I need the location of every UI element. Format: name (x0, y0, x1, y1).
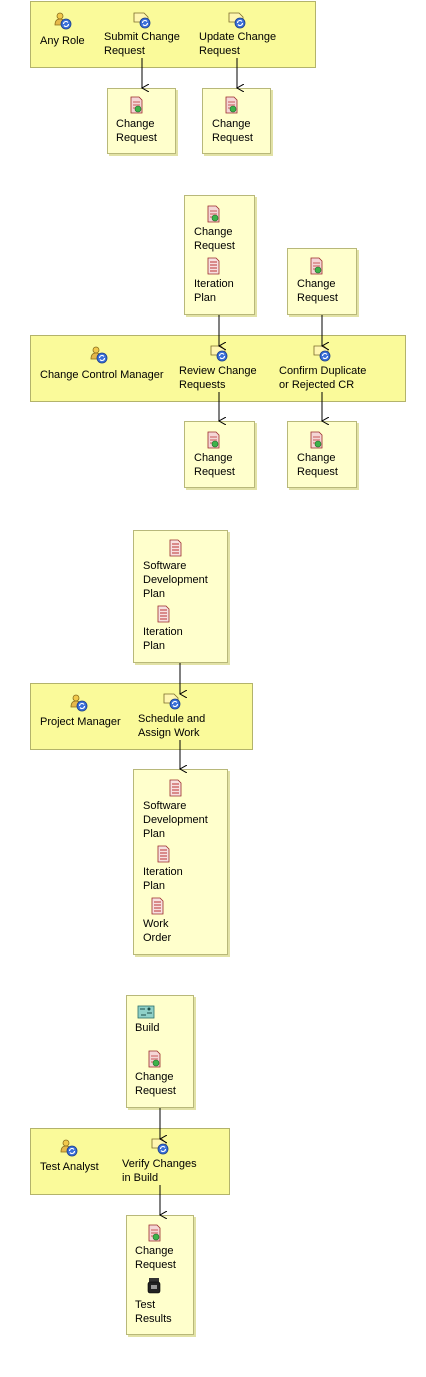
change-request-icon[interactable] (145, 1050, 163, 1068)
task-submit-change-request[interactable]: Submit Change Request (104, 31, 180, 57)
artifact-iteration-plan[interactable]: Iteration Plan (143, 866, 183, 892)
artifact-software-development-plan[interactable]: Software Development Plan (143, 560, 208, 600)
task-icon[interactable] (163, 692, 181, 710)
document-icon[interactable] (154, 605, 172, 623)
artifact-change-request[interactable]: Change Request (194, 226, 235, 252)
artifact-work-order[interactable]: Work Order (143, 918, 172, 944)
test-results-icon[interactable] (145, 1276, 163, 1294)
task-icon[interactable] (151, 1137, 169, 1155)
task-confirm-duplicate-rejected[interactable]: Confirm Duplicate or Rejected CR (279, 365, 367, 391)
role-label-change-control-manager: Change Control Manager (40, 369, 164, 381)
input-artifacts-schedule (133, 530, 228, 663)
artifact-change-request[interactable]: Change Request (135, 1245, 176, 1271)
output-artifacts-schedule (133, 769, 228, 955)
role-label-any-role: Any Role (40, 35, 85, 47)
artifact-change-request[interactable]: Change Request (135, 1071, 176, 1097)
change-request-icon[interactable] (307, 257, 325, 275)
task-review-change-requests[interactable]: Review Change Requests (179, 365, 257, 391)
role-icon (90, 346, 108, 364)
document-icon[interactable] (166, 539, 184, 557)
change-request-icon[interactable] (204, 205, 222, 223)
artifact-change-request[interactable]: Change Request (297, 278, 338, 304)
task-update-change-request[interactable]: Update Change Request (199, 31, 277, 57)
artifact-change-request[interactable]: Change Request (194, 452, 235, 478)
task-icon[interactable] (313, 344, 331, 362)
build-icon[interactable] (137, 1003, 155, 1021)
artifact-change-request[interactable]: Change Request (297, 452, 338, 478)
swimlane-project-manager (30, 683, 253, 750)
change-request-icon[interactable] (307, 431, 325, 449)
role-icon (70, 694, 88, 712)
task-icon[interactable] (228, 11, 246, 29)
artifact-iteration-plan[interactable]: Iteration Plan (194, 278, 234, 304)
task-icon[interactable] (133, 11, 151, 29)
artifact-build[interactable]: Build (135, 1022, 160, 1034)
role-icon (54, 12, 72, 30)
change-request-icon[interactable] (204, 431, 222, 449)
change-request-icon[interactable] (145, 1224, 163, 1242)
role-icon (60, 1139, 78, 1157)
task-verify-changes-in-build[interactable]: Verify Changes in Build (122, 1158, 197, 1184)
change-request-icon[interactable] (222, 96, 240, 114)
task-schedule-and-assign-work[interactable]: Schedule and Assign Work (138, 713, 206, 739)
input-artifacts-confirm (287, 248, 357, 315)
task-icon[interactable] (210, 344, 228, 362)
artifact-test-results[interactable]: Test Results (135, 1299, 172, 1325)
role-label-test-analyst: Test Analyst (40, 1161, 99, 1173)
output-artifacts-review (184, 421, 255, 488)
input-artifacts-verify (126, 995, 194, 1108)
document-icon[interactable] (148, 897, 166, 915)
artifact-change-request[interactable]: Change Request (212, 118, 253, 144)
change-request-icon[interactable] (127, 96, 145, 114)
artifact-iteration-plan[interactable]: Iteration Plan (143, 626, 183, 652)
swimlane-any-role (30, 1, 316, 68)
artifact-change-request[interactable]: Change Request (116, 118, 157, 144)
document-icon[interactable] (204, 257, 222, 275)
artifact-software-development-plan[interactable]: Software Development Plan (143, 800, 208, 840)
input-artifacts-review (184, 195, 255, 315)
role-label-project-manager: Project Manager (40, 716, 121, 728)
document-icon[interactable] (154, 845, 172, 863)
document-icon[interactable] (166, 779, 184, 797)
swimlane-test-analyst (30, 1128, 230, 1195)
